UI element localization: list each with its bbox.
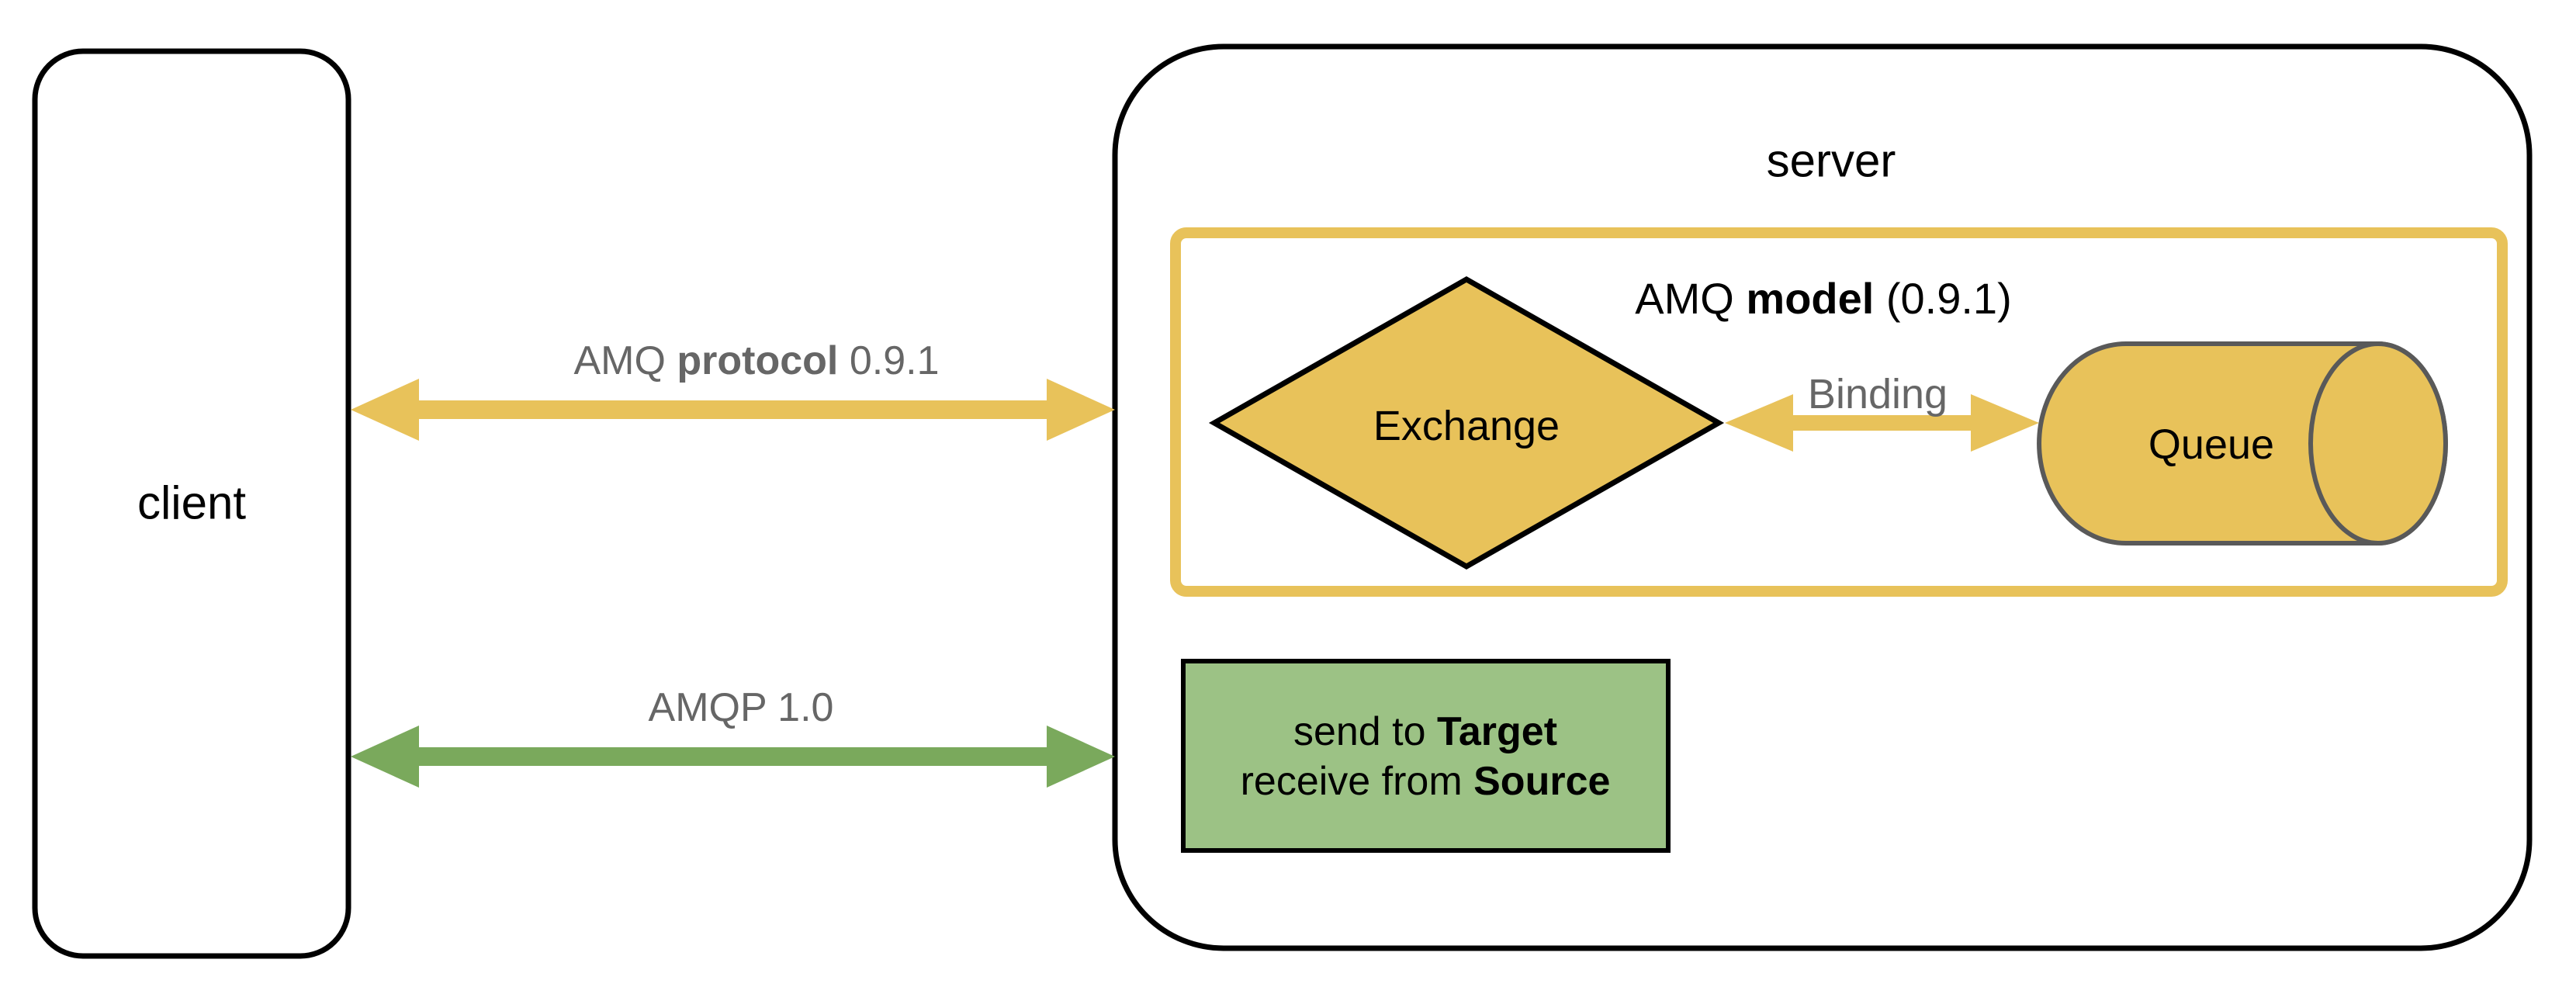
- target-source-line1-bold: Target: [1436, 709, 1558, 754]
- amq-model-title-suffix: (0.9.1): [1874, 273, 2012, 323]
- exchange-diamond: [1208, 275, 1725, 570]
- target-source-line1: send to Target: [1241, 707, 1611, 757]
- client-box: [32, 48, 351, 959]
- amq-protocol-label-prefix: AMQ: [573, 338, 677, 384]
- amq-model-box: [1170, 227, 2508, 597]
- target-source-line1-prefix: send to: [1293, 709, 1437, 754]
- target-source-line2-bold: Source: [1473, 759, 1611, 804]
- binding-arrow: [1725, 394, 2039, 452]
- binding-label: Binding: [1807, 370, 1948, 417]
- target-source-line2-prefix: receive from: [1240, 759, 1474, 804]
- amq-protocol-arrow: [351, 379, 1115, 441]
- queue-cylinder-end-cap: [2308, 341, 2448, 546]
- exchange-label: Exchange: [1373, 402, 1560, 449]
- target-source-text: send to Target receive from Source: [1241, 707, 1611, 806]
- queue-label: Queue: [2148, 421, 2275, 468]
- client-label: client: [137, 476, 247, 529]
- amqp10-arrow: [351, 726, 1115, 788]
- amq-protocol-label-suffix: 0.9.1: [838, 338, 940, 384]
- server-box: [1112, 43, 2533, 951]
- amq-protocol-label-bold: protocol: [677, 338, 839, 384]
- server-label: server: [1766, 134, 1896, 187]
- amqp10-label: AMQP 1.0: [648, 685, 834, 731]
- amq-model-title-prefix: AMQ: [1635, 273, 1747, 323]
- target-source-line2: receive from Source: [1241, 757, 1611, 806]
- amq-model-title: AMQ model (0.9.1): [1635, 274, 2011, 324]
- amq-protocol-label: AMQ protocol 0.9.1: [574, 338, 940, 385]
- amq-model-title-bold: model: [1746, 273, 1875, 323]
